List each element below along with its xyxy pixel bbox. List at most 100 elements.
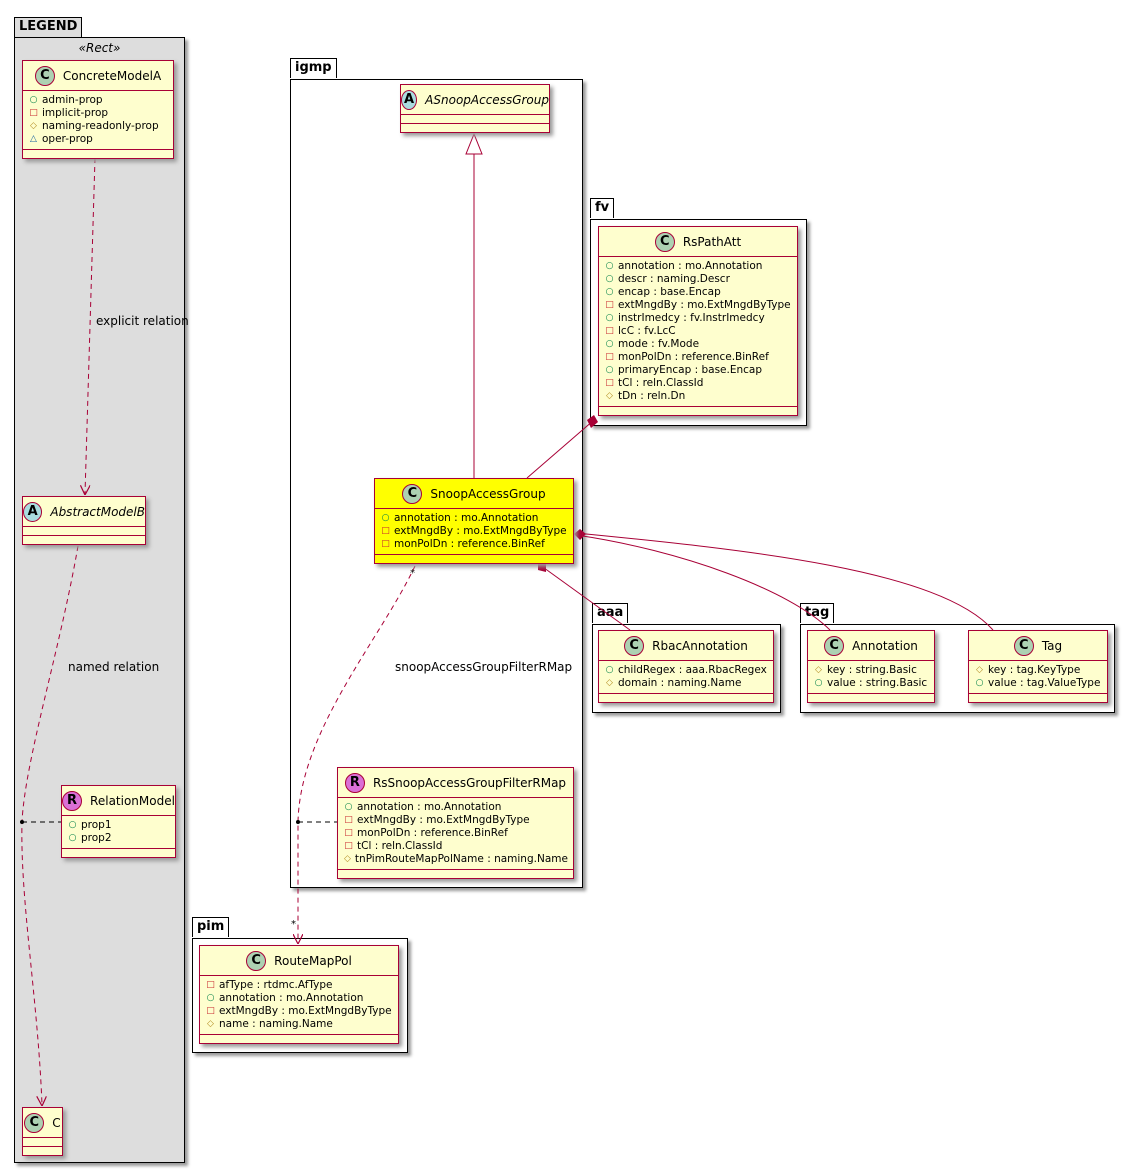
attribute-list — [401, 115, 549, 124]
relation-icon: R — [344, 772, 365, 793]
private-visibility-icon: □ — [206, 980, 215, 990]
private-visibility-icon: □ — [206, 1006, 215, 1016]
protected-visibility-icon: ◇ — [30, 121, 37, 131]
attribute-text: extMngdBy : mo.ExtMngdByType — [219, 1005, 392, 1017]
public-visibility-icon: ○ — [605, 274, 614, 284]
package-tab-tag: tag — [800, 603, 835, 623]
private-visibility-icon: □ — [605, 326, 614, 336]
class-name: RsSnoopAccessGroupFilterRMap — [372, 775, 567, 790]
public-visibility-icon: ○ — [29, 95, 38, 105]
generalization-triangle — [465, 132, 483, 155]
attribute-row: □extMngdBy : mo.ExtMngdByType — [605, 299, 791, 312]
attribute-text: descr : naming.Descr — [618, 273, 730, 285]
attribute-row: □implicit-prop — [29, 107, 167, 120]
attribute-text: oper-prop — [42, 133, 93, 145]
private-visibility-icon: □ — [344, 828, 353, 838]
attribute-text: encap : base.Encap — [618, 286, 721, 298]
abstract-icon: A — [23, 501, 43, 522]
public-visibility-icon: ○ — [344, 802, 353, 812]
attribute-row: ○childRegex : aaa.RbacRegex — [605, 664, 767, 677]
attribute-text: primaryEncap : base.Encap — [618, 364, 762, 376]
attribute-row: ◇ naming-readonly-prop — [29, 120, 167, 133]
package-tab-aaa: aaa — [592, 603, 629, 623]
attribute-row: ○prop1 — [68, 819, 169, 832]
attribute-text: key : tag.KeyType — [988, 664, 1081, 676]
attribute-list: ◇key : tag.KeyType○value : tag.ValueType — [969, 661, 1107, 694]
attribute-row: ○primaryEncap : base.Encap — [605, 364, 791, 377]
method-list — [599, 407, 797, 415]
private-visibility-icon: □ — [381, 539, 390, 549]
class-rs-snoop-access-group-filter-rmap[interactable]: R RsSnoopAccessGroupFilterRMap ○annotation… — [337, 767, 574, 879]
class-name: SnoopAccessGroup — [430, 486, 546, 501]
method-list — [23, 536, 145, 544]
attribute-row: ○admin-prop — [29, 94, 167, 107]
public-visibility-icon: ○ — [68, 820, 77, 830]
package-tag — [800, 624, 1115, 713]
edge-label-named: named relation — [68, 660, 160, 674]
attribute-row: □monPolDn : reference.BinRef — [605, 351, 791, 364]
abstract-icon: A — [401, 89, 418, 110]
relation-icon: R — [62, 790, 83, 811]
edge-composition-annotation — [575, 534, 831, 631]
composition-diamond — [538, 562, 546, 572]
private-visibility-icon: □ — [344, 841, 353, 851]
attribute-row: ○annotation : mo.Annotation — [344, 801, 567, 814]
public-visibility-icon: ○ — [68, 833, 77, 843]
private-visibility-icon: □ — [605, 352, 614, 362]
edge-composition-rbac — [539, 564, 631, 631]
attribute-text: extMngdBy : mo.ExtMngdByType — [357, 814, 530, 826]
attribute-text: naming-readonly-prop — [42, 120, 159, 132]
attribute-text: tCl : reln.ClassId — [357, 840, 443, 852]
attribute-text: name : naming.Name — [219, 1018, 333, 1030]
method-list — [23, 150, 173, 158]
package-igmp — [290, 79, 583, 888]
attribute-row: ○prop2 — [68, 832, 169, 845]
attribute-row: ○mode : fv.Mode — [605, 338, 791, 351]
public-visibility-icon: ○ — [605, 287, 614, 297]
attribute-text: mode : fv.Mode — [618, 338, 700, 350]
private-visibility-icon: □ — [381, 526, 390, 536]
method-list — [401, 124, 549, 132]
attribute-text: tCl : reln.ClassId — [618, 377, 704, 389]
attribute-list: ○prop1○prop2 — [62, 816, 175, 849]
class-header: R RsSnoopAccessGroupFilterRMap — [338, 768, 573, 798]
attribute-row: □ tCl : reln.ClassId — [344, 840, 567, 853]
attribute-row: □extMngdBy : mo.ExtMngdByType — [344, 814, 567, 827]
class-name: Tag — [1041, 638, 1063, 653]
class-name: C — [52, 1115, 61, 1130]
attribute-text: annotation : mo.Annotation — [394, 512, 539, 524]
protected-visibility-icon: ◇ — [976, 665, 983, 675]
public-visibility-icon: ○ — [605, 261, 614, 271]
public-visibility-icon: ○ — [605, 665, 614, 675]
edge-composition-tag — [575, 532, 994, 631]
package-aaa — [592, 624, 781, 713]
attribute-row: ○annotation : mo.Annotation — [206, 992, 392, 1005]
package-legend — [14, 37, 185, 1163]
attribute-text: tnPimRouteMapPolName : naming.Name — [354, 853, 568, 865]
legend-stereotype: «Rect» — [78, 41, 121, 55]
public-visibility-icon: ○ — [605, 313, 614, 323]
class-icon: C — [24, 1112, 45, 1133]
attribute-row: ◇domain : naming.Name — [605, 677, 767, 690]
package-tab-legend: LEGEND — [14, 17, 83, 37]
package-fv — [590, 219, 807, 426]
private-visibility-icon: □ — [605, 300, 614, 310]
method-list — [62, 849, 175, 857]
